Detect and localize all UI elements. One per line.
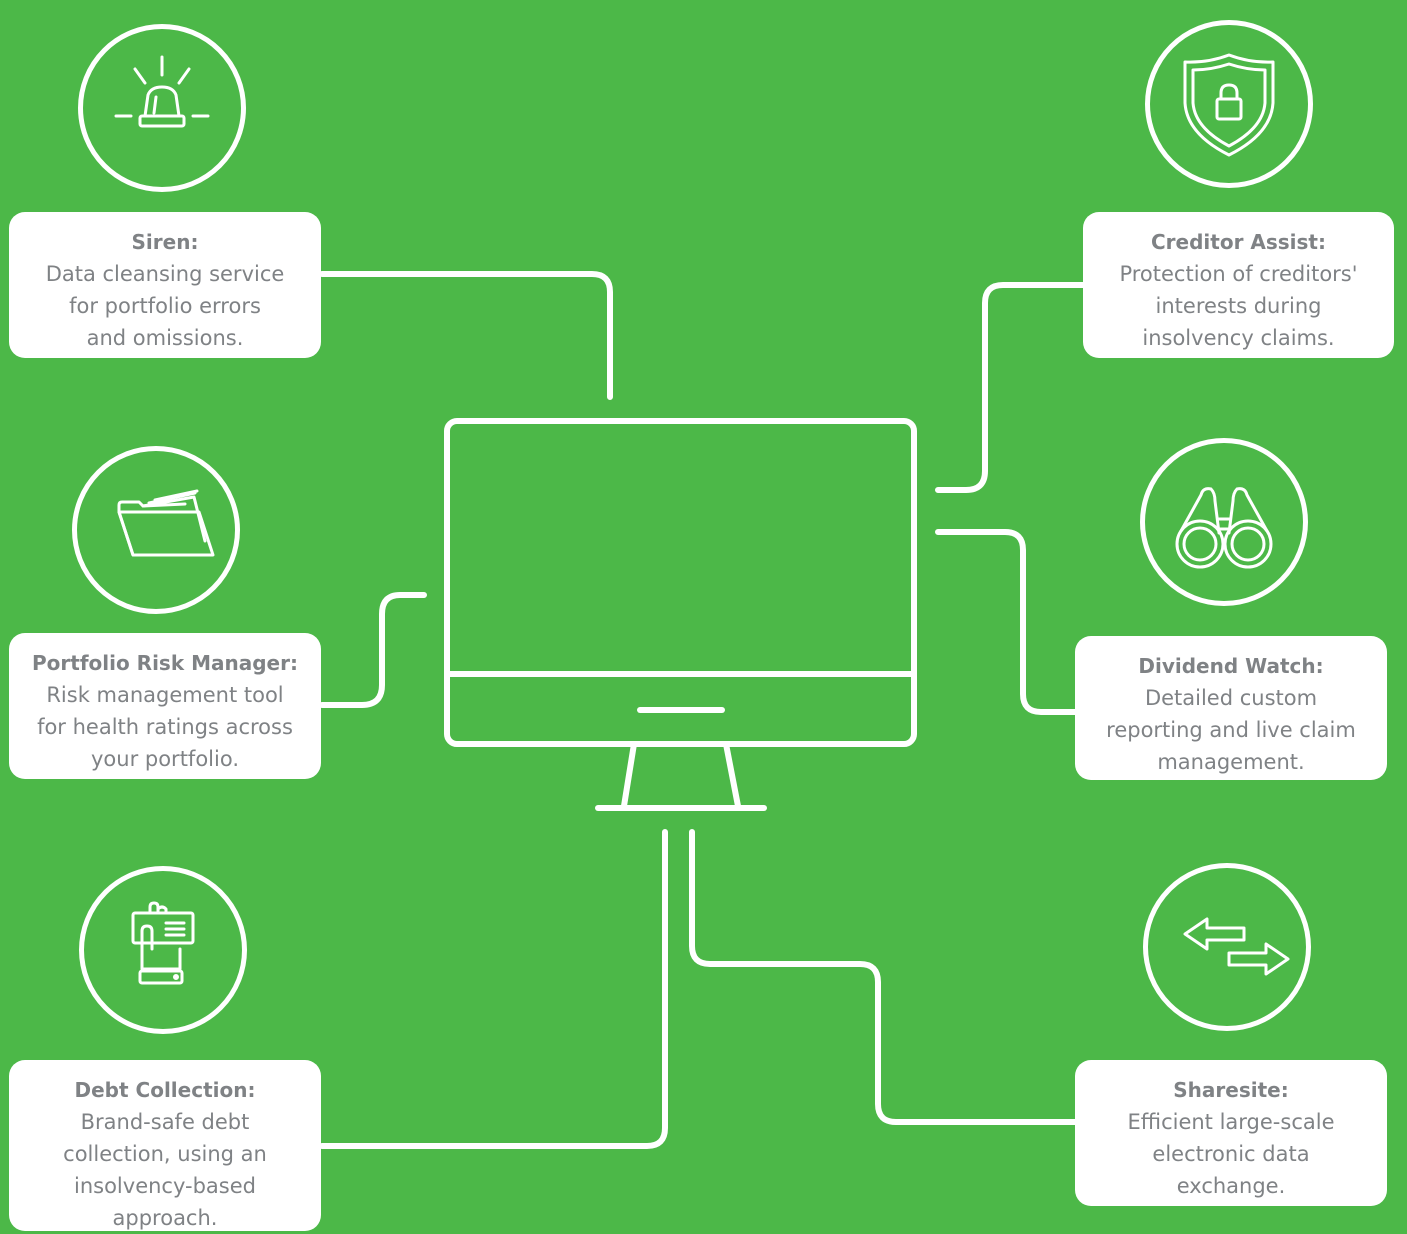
card-title: Portfolio Risk Manager: xyxy=(32,651,298,675)
connector-siren xyxy=(319,271,613,400)
card-title: Sharesite: xyxy=(1173,1078,1289,1102)
card-title: Dividend Watch: xyxy=(1138,654,1324,678)
card-description: Data cleansing service for portfolio err… xyxy=(45,262,285,350)
service-card-dividend-watch: Dividend Watch: Detailed custom reportin… xyxy=(1075,636,1387,780)
card-description: Risk management tool for health ratings … xyxy=(37,683,293,771)
service-card-creditor-assist: Creditor Assist: Protection of creditors… xyxy=(1083,212,1394,358)
card-description: Protection of creditors' interests durin… xyxy=(1119,262,1358,350)
card-title: Siren: xyxy=(131,230,199,254)
cheque-hand-icon xyxy=(79,866,247,1034)
computer-monitor-icon xyxy=(444,418,917,811)
shield-lock-icon xyxy=(1145,20,1313,188)
service-card-portfolio-risk-manager: Portfolio Risk Manager: Risk management … xyxy=(9,633,321,779)
card-description: Efficient large-scale electronic data ex… xyxy=(1127,1110,1335,1198)
service-card-debt-collection: Debt Collection: Brand-safe debt collect… xyxy=(9,1060,321,1231)
folder-icon xyxy=(72,446,240,614)
binoculars-icon xyxy=(1140,438,1308,606)
card-description: Detailed custom reporting and live claim… xyxy=(1106,686,1356,774)
service-card-sharesite: Sharesite: Efficient large-scale electro… xyxy=(1075,1060,1387,1206)
connector-creditor xyxy=(935,282,1086,493)
card-title: Creditor Assist: xyxy=(1150,230,1326,254)
connector-portfolio xyxy=(319,592,427,708)
service-card-siren: Siren: Data cleansing service for portfo… xyxy=(9,212,321,358)
connector-sharesite xyxy=(689,829,1078,1125)
connector-debt xyxy=(319,829,668,1149)
card-title: Debt Collection: xyxy=(74,1078,256,1102)
exchange-arrows-icon xyxy=(1143,863,1311,1031)
card-description: Brand-safe debt collection, using an ins… xyxy=(63,1110,267,1230)
connector-dividend xyxy=(935,529,1078,715)
siren-icon xyxy=(78,24,246,192)
